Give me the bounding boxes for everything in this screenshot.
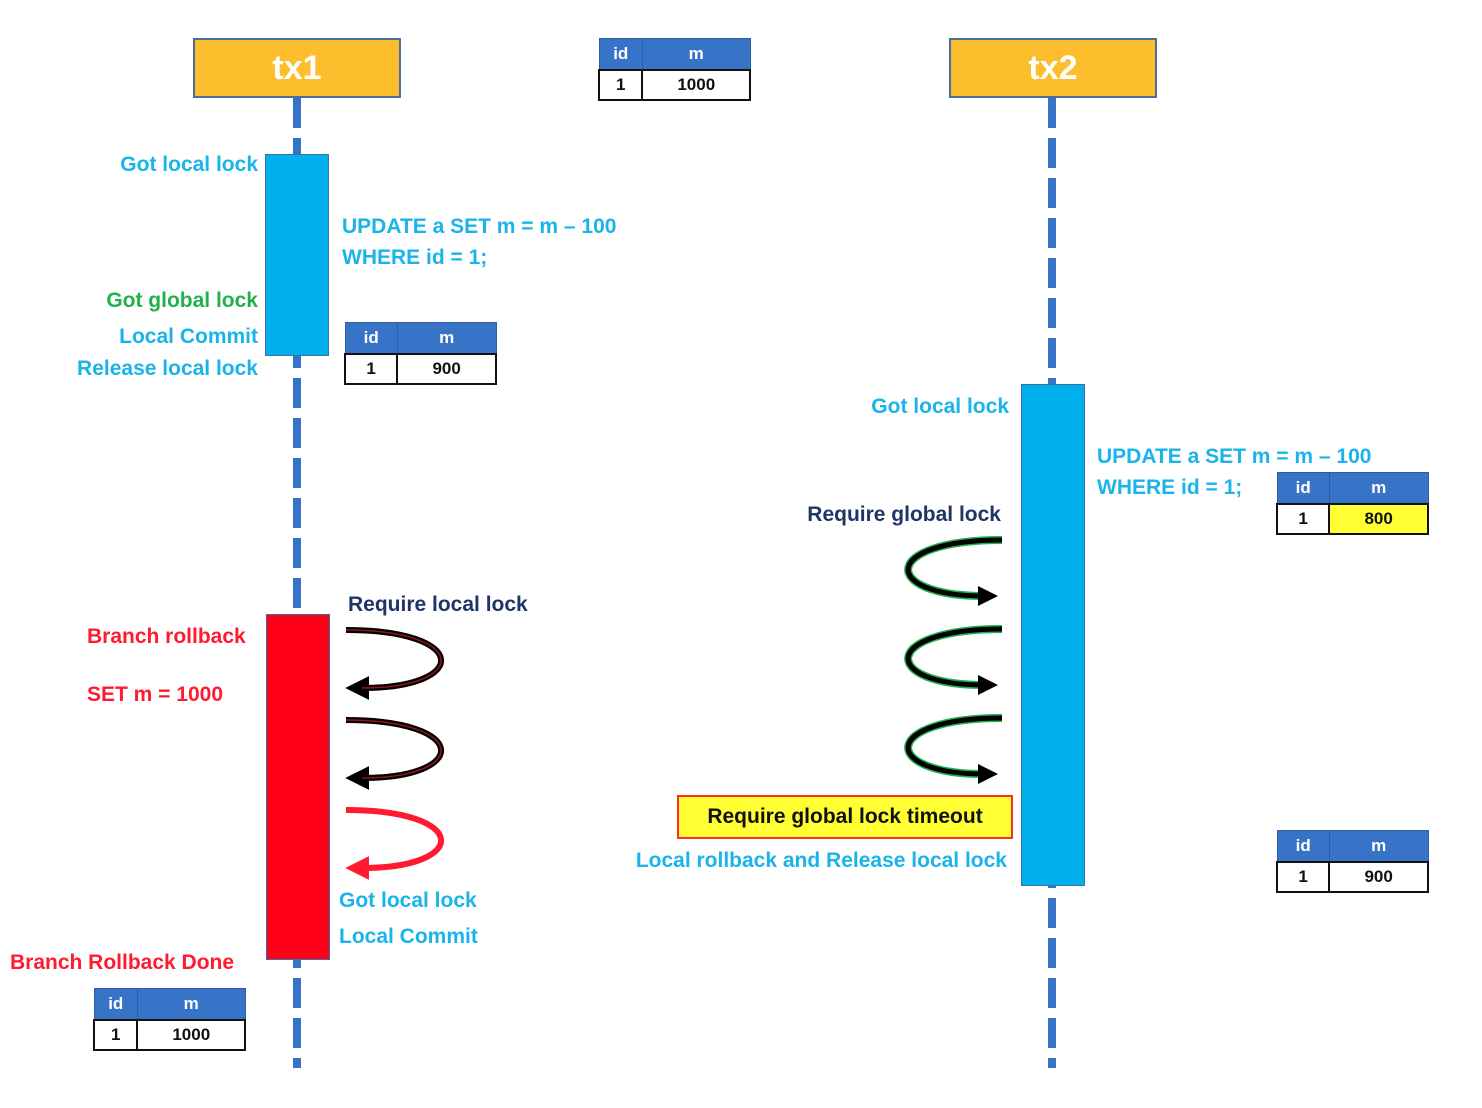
loop-arrow-icon: [345, 627, 444, 700]
cell-id: 1: [92, 1019, 139, 1051]
tx2-timeout-box: Require global lock timeout: [677, 795, 1013, 839]
loop-arrow-icon: [905, 537, 1003, 606]
table-tx2-rollback: id m 1 900: [1275, 830, 1429, 893]
tx1-local-commit-2: Local Commit: [339, 925, 478, 948]
col-header-m: m: [1328, 472, 1429, 505]
loop-arrow-rim: [345, 719, 442, 779]
table-tx2-update: id m 1 800: [1275, 472, 1429, 535]
tx1-lifeline: [293, 98, 301, 1068]
tx2-header: tx2: [949, 38, 1157, 98]
tx2-title: tx2: [1028, 48, 1078, 87]
col-header-m: m: [136, 988, 246, 1021]
cell-id: 1: [1275, 861, 1331, 893]
tx2-sql-line-1: UPDATE a SET m = m – 100: [1097, 445, 1372, 468]
tx1-header: tx1: [193, 38, 401, 98]
tx2-sql: UPDATE a SET m = m – 100 WHERE id = 1;: [1097, 441, 1371, 503]
tx2-got-local-lock: Got local lock: [871, 395, 1009, 418]
col-header-m: m: [396, 322, 497, 355]
tx2-require-global-lock: Require global lock: [807, 503, 1001, 526]
tx1-require-local-lock: Require local lock: [348, 593, 528, 616]
col-header-id: id: [93, 988, 138, 1021]
col-header-id: id: [598, 38, 643, 71]
tx1-sql-line-2: WHERE id = 1;: [342, 246, 488, 269]
cell-m: 900: [1328, 861, 1429, 893]
cell-m: 900: [396, 353, 497, 385]
tx1-sql: UPDATE a SET m = m – 100 WHERE id = 1;: [342, 211, 616, 273]
cell-id: 1: [343, 353, 399, 385]
col-header-id: id: [1276, 472, 1330, 505]
cell-m: 1000: [136, 1019, 246, 1051]
cell-m: 1000: [641, 69, 751, 101]
loop-arrow-icon: [345, 807, 444, 880]
table-initial: id m 1 1000: [597, 38, 751, 101]
table-tx1-rollback-done: id m 1 1000: [92, 988, 246, 1051]
loop-arrow-rim: [345, 629, 442, 689]
loop-arrow-icon: [905, 715, 1003, 784]
loop-arrow-icon: [345, 717, 444, 790]
tx1-title: tx1: [272, 48, 322, 87]
tx1-branch-rollback: Branch rollback: [87, 625, 246, 648]
tx1-set-m: SET m = 1000: [87, 683, 223, 706]
tx2-local-rollback: Local rollback and Release local lock: [635, 849, 1007, 872]
tx1-release-local-lock: Release local lock: [77, 357, 258, 380]
tx1-got-local-lock: Got local lock: [120, 153, 258, 176]
tx1-local-commit: Local Commit: [119, 325, 258, 348]
tx2-sql-line-2: WHERE id = 1;: [1097, 476, 1243, 499]
loop-arrow-icon: [905, 626, 1003, 695]
tx1-branch-rollback-done: Branch Rollback Done: [10, 951, 235, 974]
tx1-sql-line-1: UPDATE a SET m = m – 100: [342, 215, 617, 238]
tx2-retry-arrows: [904, 536, 1003, 784]
cell-m-highlighted: 800: [1328, 503, 1429, 535]
tx1-rollback-bar: [266, 614, 330, 960]
tx2-timeout-label: Require global lock timeout: [707, 805, 983, 828]
cell-id: 1: [597, 69, 644, 101]
tx1-retry-arrows: [345, 627, 444, 880]
col-header-m: m: [641, 38, 751, 71]
tx2-active-bar: [1021, 384, 1085, 886]
tx1-got-global-lock: Got global lock: [106, 289, 258, 312]
table-tx1-commit: id m 1 900: [343, 322, 497, 385]
cell-id: 1: [1275, 503, 1331, 535]
tx1-got-local-lock-2: Got local lock: [339, 889, 477, 912]
tx1-active-bar: [265, 154, 329, 356]
col-header-m: m: [1328, 830, 1429, 863]
